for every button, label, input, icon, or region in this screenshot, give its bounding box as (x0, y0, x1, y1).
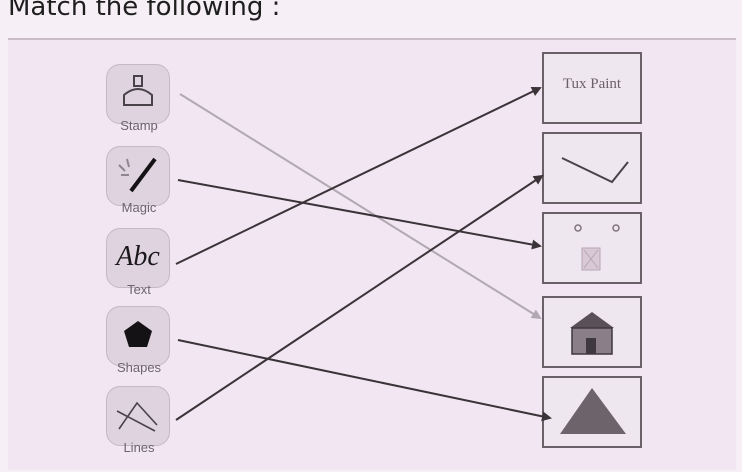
tool-label: Magic (121, 200, 157, 215)
tool-label: Lines (123, 440, 155, 455)
house-stamp-icon (570, 312, 614, 355)
pentagon-icon (106, 306, 170, 366)
tool-stamp: Stamp (102, 64, 176, 142)
stamp-icon (106, 64, 170, 124)
tool-label: Text (127, 282, 151, 297)
question-heading: Match the following : (8, 0, 281, 22)
tool-lines: Lines (102, 386, 176, 464)
arrow-lines-to-drawing (175, 174, 544, 421)
abc-glyph: Abc (116, 241, 160, 272)
box-magic-pattern (542, 212, 642, 284)
lines-icon (106, 386, 170, 446)
magic-pattern-icon (574, 224, 620, 271)
box-lines-drawing (542, 132, 642, 204)
box-triangle-shape (542, 376, 642, 448)
magic-wand-icon (106, 146, 170, 206)
tool-label: Stamp (120, 118, 158, 133)
arrow-stamp-to-house (179, 93, 542, 320)
tool-text: Abc Text (102, 228, 176, 306)
tool-magic: Magic (102, 146, 176, 224)
triangle-shape-icon (560, 388, 626, 434)
tool-shapes: Shapes (102, 306, 176, 384)
arrow-text-to-tux-paint (175, 86, 542, 265)
text-abc-icon: Abc (106, 228, 170, 288)
box-text: Tux Paint (562, 76, 622, 92)
arrow-magic-to-pattern (177, 179, 542, 250)
box-house-stamp (542, 296, 642, 368)
box-tux-paint: Tux Paint (542, 52, 642, 124)
tool-label: Shapes (116, 360, 162, 375)
arrow-shapes-to-triangle (177, 339, 552, 422)
lines-drawing-icon (561, 157, 629, 184)
